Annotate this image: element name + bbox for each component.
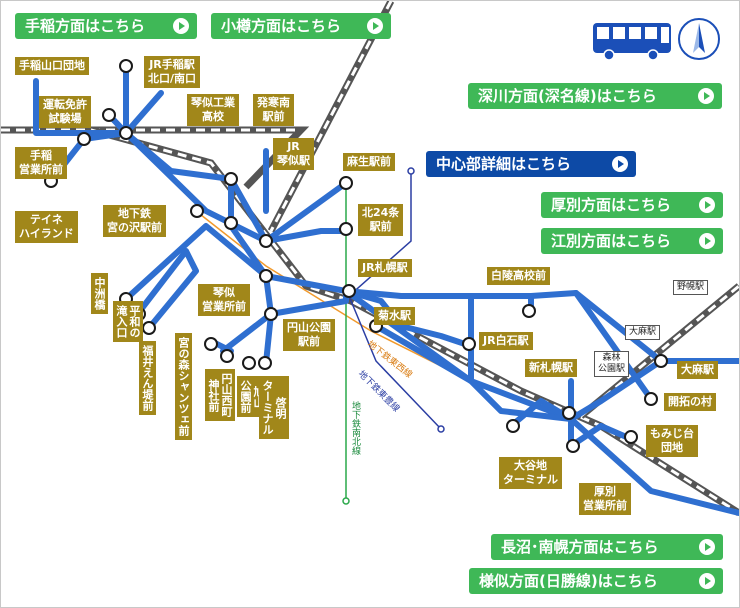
stop-asahiyama: 旭山 公園前	[237, 376, 267, 417]
stop-miyanosawa: 地下鉄 宮の沢駅前	[103, 205, 166, 237]
otaru-direction-label: 小樽方面はこちら	[221, 17, 342, 35]
otaru-direction-button[interactable]: 小樽方面はこちら	[211, 13, 391, 39]
stop-jr-teine: JR手稲駅 北口/南口	[144, 56, 201, 88]
stop-kotoni-eigyosho: 琴似 営業所前	[198, 284, 250, 316]
stop-teine-eigyosho: 手稲 営業所前	[15, 147, 67, 179]
bus-icon	[593, 23, 671, 61]
compass-north-icon	[678, 18, 720, 60]
center-detail-label: 中心部詳細はこちら	[436, 155, 572, 173]
stop-kikusui: 菊水駅	[374, 307, 415, 325]
stop-jr-kotoni: JR 琴似駅	[273, 138, 314, 170]
tag-nopporo: 野幌駅	[673, 280, 709, 295]
chevron-right-icon	[367, 18, 383, 34]
stop-kaitaku: 開拓の村	[664, 393, 716, 411]
stop-asabu: 麻生駅前	[343, 153, 395, 171]
atsubetsu-direction-label: 厚別方面はこちら	[551, 196, 672, 214]
subway-namboku-label: 地下鉄南北線	[350, 401, 360, 455]
stop-nakanoshima: 中洲橋	[91, 273, 108, 314]
stop-teine-highland: テイネ ハイランド	[15, 211, 78, 243]
chevron-right-icon	[698, 88, 714, 104]
stop-heiwa: 平和の 滝入口	[113, 301, 143, 342]
teine-direction-label: 手稲方面はこちら	[25, 17, 146, 35]
stop-keimei: 啓明 ターミナル	[259, 376, 289, 439]
tag-oasa-station: 大麻駅	[625, 325, 661, 340]
stop-hakuryo: 白陵高校前	[487, 267, 550, 285]
subway-ends	[342, 167, 445, 505]
chevron-right-icon	[612, 156, 628, 172]
chevron-right-icon	[173, 18, 189, 34]
ebetsu-direction-label: 江別方面はこちら	[551, 232, 672, 250]
chevron-right-icon	[699, 233, 715, 249]
stop-hassamu-minami: 発寒南 駅前	[253, 94, 294, 126]
stop-jr-shiroishi: JR白石駅	[479, 332, 533, 350]
stop-jr-sapporo: JR札幌駅	[358, 259, 412, 277]
teine-direction-button[interactable]: 手稲方面はこちら	[15, 13, 197, 39]
stop-teine-yamaguchi: 手稲山口団地	[15, 57, 89, 75]
stop-atsubetsu-eigyosho: 厚別 営業所前	[579, 483, 631, 515]
stop-moriyamadai: もみじ台 団地	[646, 425, 698, 457]
center-detail-button[interactable]: 中心部詳細はこちら	[426, 151, 636, 177]
stop-fukui: 福井えん堤前	[139, 341, 156, 415]
tag-shinrin: 森林 公園駅	[594, 351, 630, 377]
stop-menkyo: 運転免許 試験場	[39, 96, 91, 128]
chevron-right-icon	[699, 573, 715, 589]
stop-oyachi: 大谷地 ターミナル	[499, 457, 562, 489]
samani-direction-label: 様似方面(日勝線)はこちら	[479, 572, 658, 590]
stop-oasa: 大麻駅	[677, 361, 718, 379]
ebetsu-direction-button[interactable]: 江別方面はこちら	[541, 228, 723, 254]
atsubetsu-direction-button[interactable]: 厚別方面はこちら	[541, 192, 723, 218]
stop-shin-sapporo: 新札幌駅	[525, 359, 577, 377]
chevron-right-icon	[699, 197, 715, 213]
stop-miyanomori: 宮の森シャンツェ前	[175, 333, 192, 440]
naganuma-direction-label: 長沼･南幌方面はこちら	[501, 538, 659, 556]
stop-kotoni-kogyo: 琴似工業 高校	[187, 94, 239, 126]
samani-direction-button[interactable]: 様似方面(日勝線)はこちら	[469, 568, 723, 594]
fukagawa-direction-button[interactable]: 深川方面(深名線)はこちら	[468, 83, 722, 109]
stop-maruyama: 円山公園 駅前	[283, 319, 335, 351]
naganuma-direction-button[interactable]: 長沼･南幌方面はこちら	[491, 534, 723, 560]
stop-maruyama-nishi: 円山西町 神社前	[205, 369, 235, 421]
stop-kita24: 北24条 駅前	[358, 204, 404, 236]
fukagawa-direction-label: 深川方面(深名線)はこちら	[478, 87, 657, 105]
chevron-right-icon	[699, 539, 715, 555]
